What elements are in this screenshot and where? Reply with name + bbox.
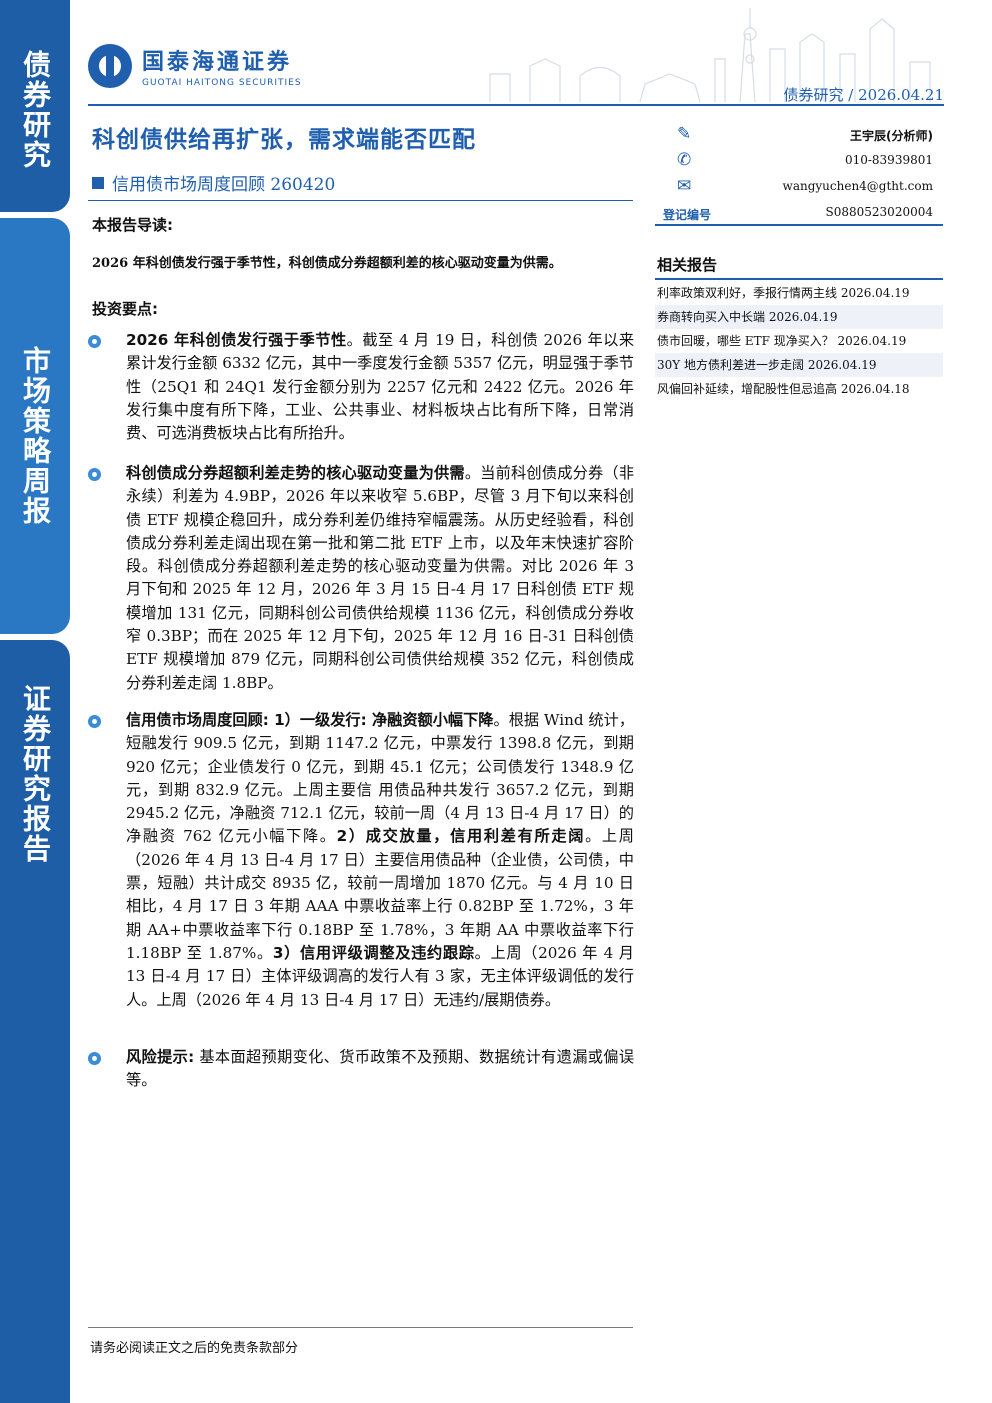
key-points-heading: 投资要点: bbox=[92, 300, 158, 318]
logo-icon bbox=[88, 44, 132, 88]
key-point-3: 信用债市场周度回顾: 1）一级发行: 净融资额小幅下降。根据 Wind 统计，短… bbox=[126, 709, 634, 1012]
side-tab-weekly: 市场策略周报 bbox=[0, 218, 70, 634]
key-point-3-text-3: 。上周（2026 年 4 月 13 日-4 月 17 日）主体评级调高的发行人有… bbox=[126, 943, 634, 1009]
skyline-watermark bbox=[489, 8, 931, 103]
risk-warning-text: 基本面超预期变化、货币政策不及预期、数据统计有遗漏或偏误等。 bbox=[126, 1048, 635, 1090]
company-name-en: GUOTAI HAITONG SECURITIES bbox=[142, 78, 302, 88]
related-report-item[interactable]: 30Y 地方债利差进一步走阔 2026.04.19 bbox=[655, 353, 943, 377]
related-divider bbox=[655, 278, 943, 280]
related-report-item[interactable]: 风偏回补延续，增配股性但忌追高 2026.04.18 bbox=[657, 382, 910, 396]
company-logo: 国泰海通证券 GUOTAI HAITONG SECURITIES bbox=[88, 44, 302, 88]
analyst-email-row: ✉ wangyuchen4@gtht.com bbox=[655, 172, 943, 198]
analyst-name: 王宇辰(分析师) bbox=[850, 129, 933, 143]
report-title: 科创债供给再扩张，需求端能否匹配 bbox=[92, 127, 476, 153]
analyst-phone-row: ✆ 010-83939801 bbox=[655, 146, 943, 172]
related-report-item[interactable]: 债市回暖，哪些 ETF 现净买入？ 2026.04.19 bbox=[657, 334, 907, 348]
analyst-reg-row: 登记编号 S0880523020004 bbox=[655, 198, 943, 226]
phone-icon: ✆ bbox=[677, 150, 692, 170]
guide-heading: 本报告导读: bbox=[92, 216, 173, 234]
key-point-3-head-3: 3）信用评级调整及违约跟踪 bbox=[272, 943, 475, 962]
key-point-2-head: 科创债成分券超额利差走势的核心驱动变量为供需 bbox=[126, 464, 465, 482]
bullet-icon bbox=[88, 335, 101, 348]
title-divider bbox=[88, 200, 633, 201]
analyst-email[interactable]: wangyuchen4@gtht.com bbox=[782, 179, 933, 193]
mail-icon: ✉ bbox=[677, 176, 692, 196]
analyst-name-row: ✎ 王宇辰(分析师) bbox=[655, 120, 943, 146]
square-bullet-icon bbox=[92, 176, 104, 189]
guide-text: 2026 年科创债发行强于季节性，科创债成分券超额利差的核心驱动变量为供需。 bbox=[92, 256, 562, 271]
related-reports-list: 利率政策双利好，季报行情两主线 2026.04.19 券商转向买入中长端 202… bbox=[655, 281, 943, 401]
breadcrumb: 债券研究 / 2026.04.21 bbox=[783, 86, 944, 104]
key-point-2: 科创债成分券超额利差走势的核心驱动变量为供需。当前科创债成分券（非永续）利差为 … bbox=[126, 462, 634, 695]
bullet-icon bbox=[88, 715, 101, 728]
side-tab-label: 债券研究 bbox=[19, 50, 52, 170]
side-tab-bond-research: 债券研究 bbox=[0, 0, 70, 212]
related-report-item[interactable]: 券商转向买入中长端 2026.04.19 bbox=[655, 305, 943, 329]
key-point-1-text: 。截至 4 月 19 日，科创债 2026 年以来累计发行金额 6332 亿元，… bbox=[126, 331, 635, 443]
reg-number: S0880523020004 bbox=[825, 205, 933, 219]
company-name-cn: 国泰海通证券 bbox=[142, 50, 293, 75]
bullet-icon bbox=[88, 1052, 101, 1065]
analyst-info: ✎ 王宇辰(分析师) ✆ 010-83939801 ✉ wangyuchen4@… bbox=[655, 120, 943, 226]
related-report-item[interactable]: 利率政策双利好，季报行情两主线 2026.04.19 bbox=[657, 286, 910, 300]
related-reports-title: 相关报告 bbox=[657, 256, 718, 274]
key-point-3-head: 信用债市场周度回顾: 1）一级发行: 净融资额小幅下降 bbox=[126, 711, 494, 729]
footer-divider bbox=[88, 1327, 633, 1328]
key-point-3-text-2: 。上周（2026 年 4 月 13 日-4 月 17 日）主要信用债品种（企业债… bbox=[126, 827, 634, 962]
side-tab-label: 证券研究报告 bbox=[19, 684, 52, 864]
analyst-phone: 010-83939801 bbox=[844, 153, 933, 167]
bullet-icon bbox=[88, 468, 101, 481]
header-divider bbox=[88, 104, 944, 106]
side-tab-report: 证券研究报告 bbox=[0, 640, 70, 1403]
risk-warning: 风险提示: 基本面超预期变化、货币政策不及预期、数据统计有遗漏或偏误等。 bbox=[126, 1046, 634, 1093]
key-point-3-text: 。根据 Wind 统计，短融发行 909.5 亿元，到期 1147.2 亿元，中… bbox=[126, 711, 635, 846]
side-tab-label: 市场策略周报 bbox=[19, 346, 52, 526]
key-point-1-head: 2026 年科创债发行强于季节性 bbox=[126, 331, 347, 349]
pen-icon: ✎ bbox=[677, 124, 692, 144]
reg-label: 登记编号 bbox=[663, 208, 712, 222]
risk-warning-head: 风险提示: bbox=[126, 1048, 195, 1066]
disclaimer-note: 请务必阅读正文之后的免责条款部分 bbox=[90, 1341, 299, 1356]
key-point-2-text: 。当前科创债成分券（非永续）利差为 4.9BP，2026 年以来收窄 5.6BP… bbox=[126, 464, 635, 692]
key-point-1: 2026 年科创债发行强于季节性。截至 4 月 19 日，科创债 2026 年以… bbox=[126, 329, 634, 445]
report-subtitle: 信用债市场周度回顾 260420 bbox=[92, 170, 335, 195]
report-subtitle-text: 信用债市场周度回顾 260420 bbox=[112, 175, 336, 195]
key-point-3-head-2: 2）成交放量，信用利差有所走阔 bbox=[336, 827, 586, 846]
